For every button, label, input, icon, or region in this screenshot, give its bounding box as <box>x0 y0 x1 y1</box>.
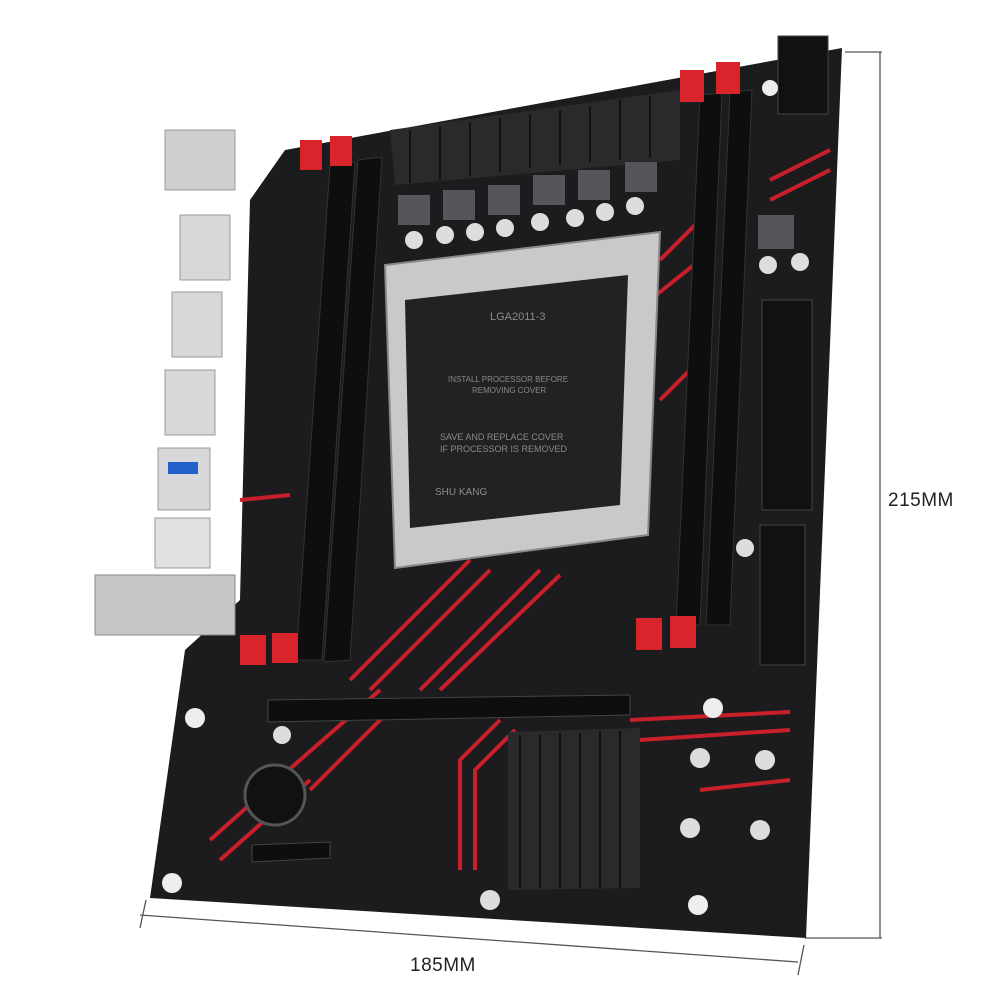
height-dimension-line <box>805 51 882 939</box>
cover-brand: SHU KANG <box>435 487 487 498</box>
vrm-chokes <box>398 162 794 249</box>
cover-text-3: SAVE AND REPLACE COVER <box>440 432 564 442</box>
rear-io-ports <box>94 129 236 636</box>
height-dimension-label: 215MM <box>888 490 954 511</box>
chipset-fins <box>519 731 621 888</box>
cover-text-4: IF PROCESSOR IS REMOVED <box>440 444 568 454</box>
mounting-holes <box>162 80 778 915</box>
capacitors <box>273 197 809 910</box>
cpu-socket-cover <box>405 275 628 528</box>
cmos-battery <box>243 763 307 827</box>
ram-slots-right <box>636 62 753 650</box>
pcie-x16-slot <box>267 694 631 723</box>
atx-24pin-connector <box>761 299 813 511</box>
pcie-x1-slot <box>251 841 331 863</box>
eps-connector <box>777 35 829 115</box>
socket-label: LGA2011-3 <box>490 311 545 323</box>
heatsink-fins <box>409 96 651 183</box>
sata-ports <box>759 524 806 666</box>
cover-text-2: REMOVING COVER <box>472 386 546 395</box>
vrm-heatsink <box>390 90 680 185</box>
ram-slots-left <box>240 136 383 665</box>
width-dimension-line <box>139 899 805 976</box>
width-dimension-label: 185MM <box>410 955 476 976</box>
cover-text-1: INSTALL PROCESSOR BEFORE <box>448 375 568 384</box>
